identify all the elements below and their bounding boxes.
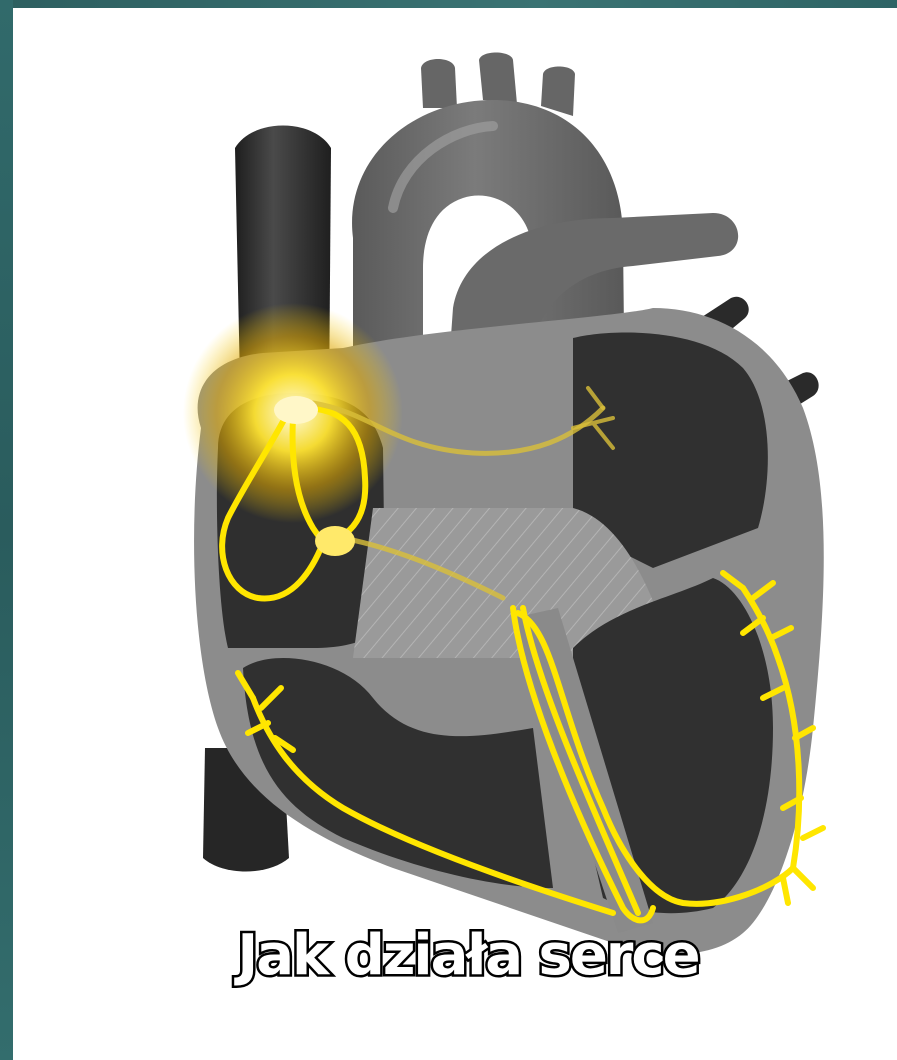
diagram-caption: Jak działa serce bbox=[198, 928, 738, 984]
av-node bbox=[315, 526, 355, 556]
frame-top-border bbox=[0, 0, 897, 8]
sa-node bbox=[274, 396, 318, 424]
frame-left-border bbox=[0, 0, 13, 1060]
slide-canvas: Jak działa serce bbox=[13, 8, 897, 1060]
heart-conduction-diagram bbox=[13, 8, 897, 1060]
